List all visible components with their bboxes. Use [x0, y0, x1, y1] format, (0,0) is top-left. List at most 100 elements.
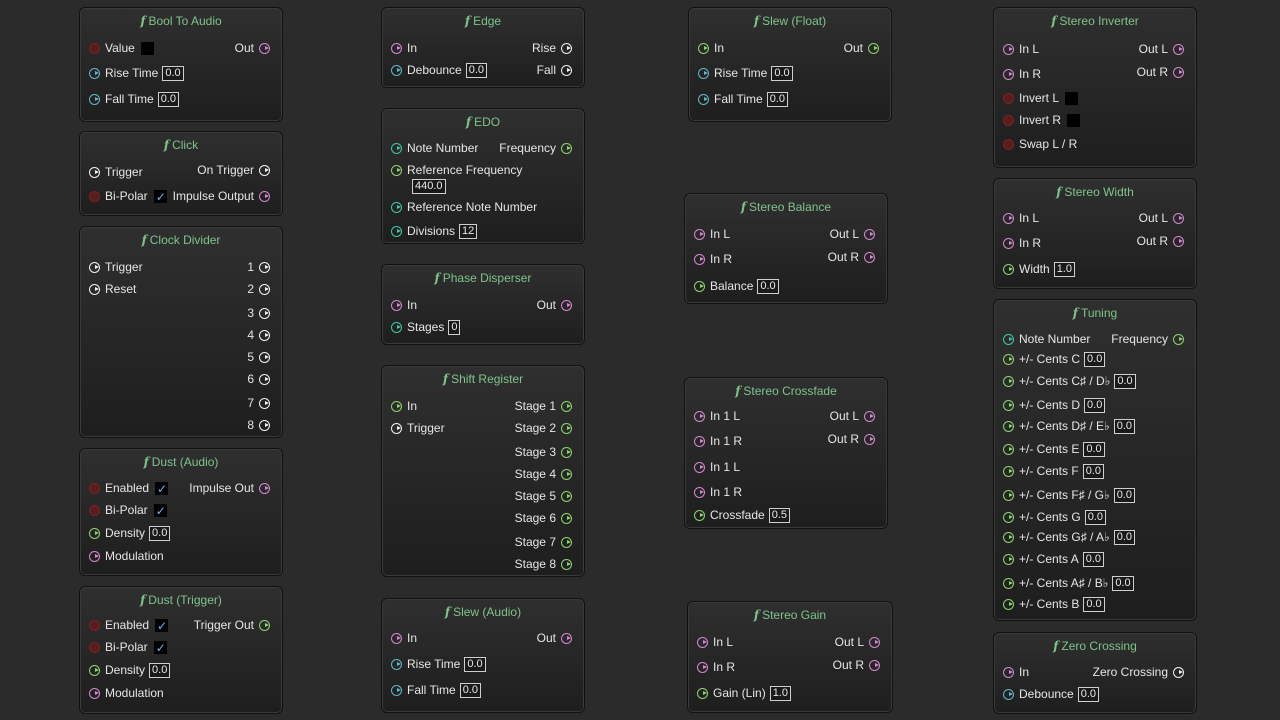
port-icon[interactable] [89, 550, 100, 562]
port-icon[interactable] [1003, 577, 1014, 589]
reference-frequency-field[interactable]: 440.0 [412, 178, 446, 194]
port-icon[interactable] [391, 321, 402, 333]
port-icon[interactable] [561, 512, 572, 524]
port-icon[interactable] [391, 632, 402, 644]
rise-time-field[interactable]: 0.0 [771, 65, 793, 81]
port-icon[interactable] [1173, 333, 1184, 345]
port-icon[interactable] [561, 299, 572, 311]
port-icon[interactable] [694, 509, 705, 521]
port-icon[interactable] [698, 42, 709, 54]
stages-field[interactable]: 0 [448, 319, 461, 335]
cents-field[interactable]: 0.0 [1113, 487, 1135, 503]
port-icon[interactable] [89, 67, 100, 79]
balance-field[interactable]: 0.0 [757, 278, 779, 294]
port-icon[interactable] [1003, 553, 1014, 565]
port-icon[interactable] [694, 253, 705, 265]
width-field[interactable]: 1.0 [1053, 261, 1075, 277]
port-icon[interactable] [1003, 212, 1014, 224]
cents-field[interactable]: 0.0 [1082, 463, 1104, 479]
port-icon[interactable] [1003, 443, 1014, 455]
port-icon[interactable] [1003, 68, 1014, 80]
port-icon[interactable] [1003, 489, 1014, 501]
port-icon[interactable] [259, 373, 270, 385]
port-icon[interactable] [391, 684, 402, 696]
bi-polar-checkbox[interactable] [153, 502, 167, 520]
port-icon[interactable] [259, 397, 270, 409]
enabled-checkbox[interactable] [155, 617, 169, 635]
port-icon[interactable] [89, 190, 100, 202]
port-icon[interactable] [259, 164, 270, 176]
port-icon[interactable] [391, 225, 402, 237]
port-icon[interactable] [1003, 688, 1014, 700]
port-icon[interactable] [864, 251, 875, 263]
port-icon[interactable] [561, 446, 572, 458]
port-icon[interactable] [1003, 114, 1014, 126]
rise-time-field[interactable]: 0.0 [464, 656, 486, 672]
invert-r-checkbox[interactable] [1067, 113, 1081, 127]
port-icon[interactable] [1003, 465, 1014, 477]
port-icon[interactable] [259, 261, 270, 273]
port-icon[interactable] [89, 482, 100, 494]
port-icon[interactable] [89, 619, 100, 631]
port-icon[interactable] [1173, 212, 1184, 224]
port-icon[interactable] [1003, 237, 1014, 249]
port-icon[interactable] [89, 93, 100, 105]
fall-time-field[interactable]: 0.0 [157, 91, 179, 107]
cents-field[interactable]: 0.0 [1083, 596, 1105, 612]
port-icon[interactable] [259, 42, 270, 54]
invert-l-checkbox[interactable] [1065, 91, 1079, 105]
fall-time-field[interactable]: 0.0 [766, 91, 788, 107]
cents-field[interactable]: 0.0 [1113, 529, 1135, 545]
port-icon[interactable] [868, 42, 879, 54]
value-checkbox[interactable] [140, 41, 154, 55]
port-icon[interactable] [561, 558, 572, 570]
port-icon[interactable] [1003, 399, 1014, 411]
port-icon[interactable] [1003, 666, 1014, 678]
port-icon[interactable] [1003, 138, 1014, 150]
port-icon[interactable] [259, 283, 270, 295]
port-icon[interactable] [697, 636, 708, 648]
port-icon[interactable] [391, 299, 402, 311]
port-icon[interactable] [1003, 353, 1014, 365]
port-icon[interactable] [89, 166, 100, 178]
port-icon[interactable] [1003, 92, 1014, 104]
port-icon[interactable] [391, 64, 402, 76]
bi-polar-checkbox[interactable] [153, 188, 167, 206]
port-icon[interactable] [561, 142, 572, 154]
port-icon[interactable] [89, 687, 100, 699]
cents-field[interactable]: 0.0 [1084, 351, 1106, 367]
port-icon[interactable] [1173, 666, 1184, 678]
cents-field[interactable]: 0.0 [1084, 397, 1106, 413]
port-icon[interactable] [694, 228, 705, 240]
bi-polar-checkbox[interactable] [153, 639, 167, 657]
port-icon[interactable] [89, 664, 100, 676]
port-icon[interactable] [694, 280, 705, 292]
port-icon[interactable] [561, 490, 572, 502]
port-icon[interactable] [1003, 263, 1014, 275]
port-icon[interactable] [694, 486, 705, 498]
port-icon[interactable] [697, 687, 708, 699]
debounce-field[interactable]: 0.0 [465, 62, 488, 78]
port-icon[interactable] [1003, 375, 1014, 387]
port-icon[interactable] [697, 661, 708, 673]
port-icon[interactable] [391, 400, 402, 412]
port-icon[interactable] [561, 468, 572, 480]
port-icon[interactable] [561, 42, 572, 54]
port-icon[interactable] [1003, 598, 1014, 610]
port-icon[interactable] [89, 504, 100, 516]
port-icon[interactable] [1173, 43, 1184, 55]
port-icon[interactable] [391, 164, 402, 176]
port-icon[interactable] [561, 400, 572, 412]
port-icon[interactable] [391, 201, 402, 213]
